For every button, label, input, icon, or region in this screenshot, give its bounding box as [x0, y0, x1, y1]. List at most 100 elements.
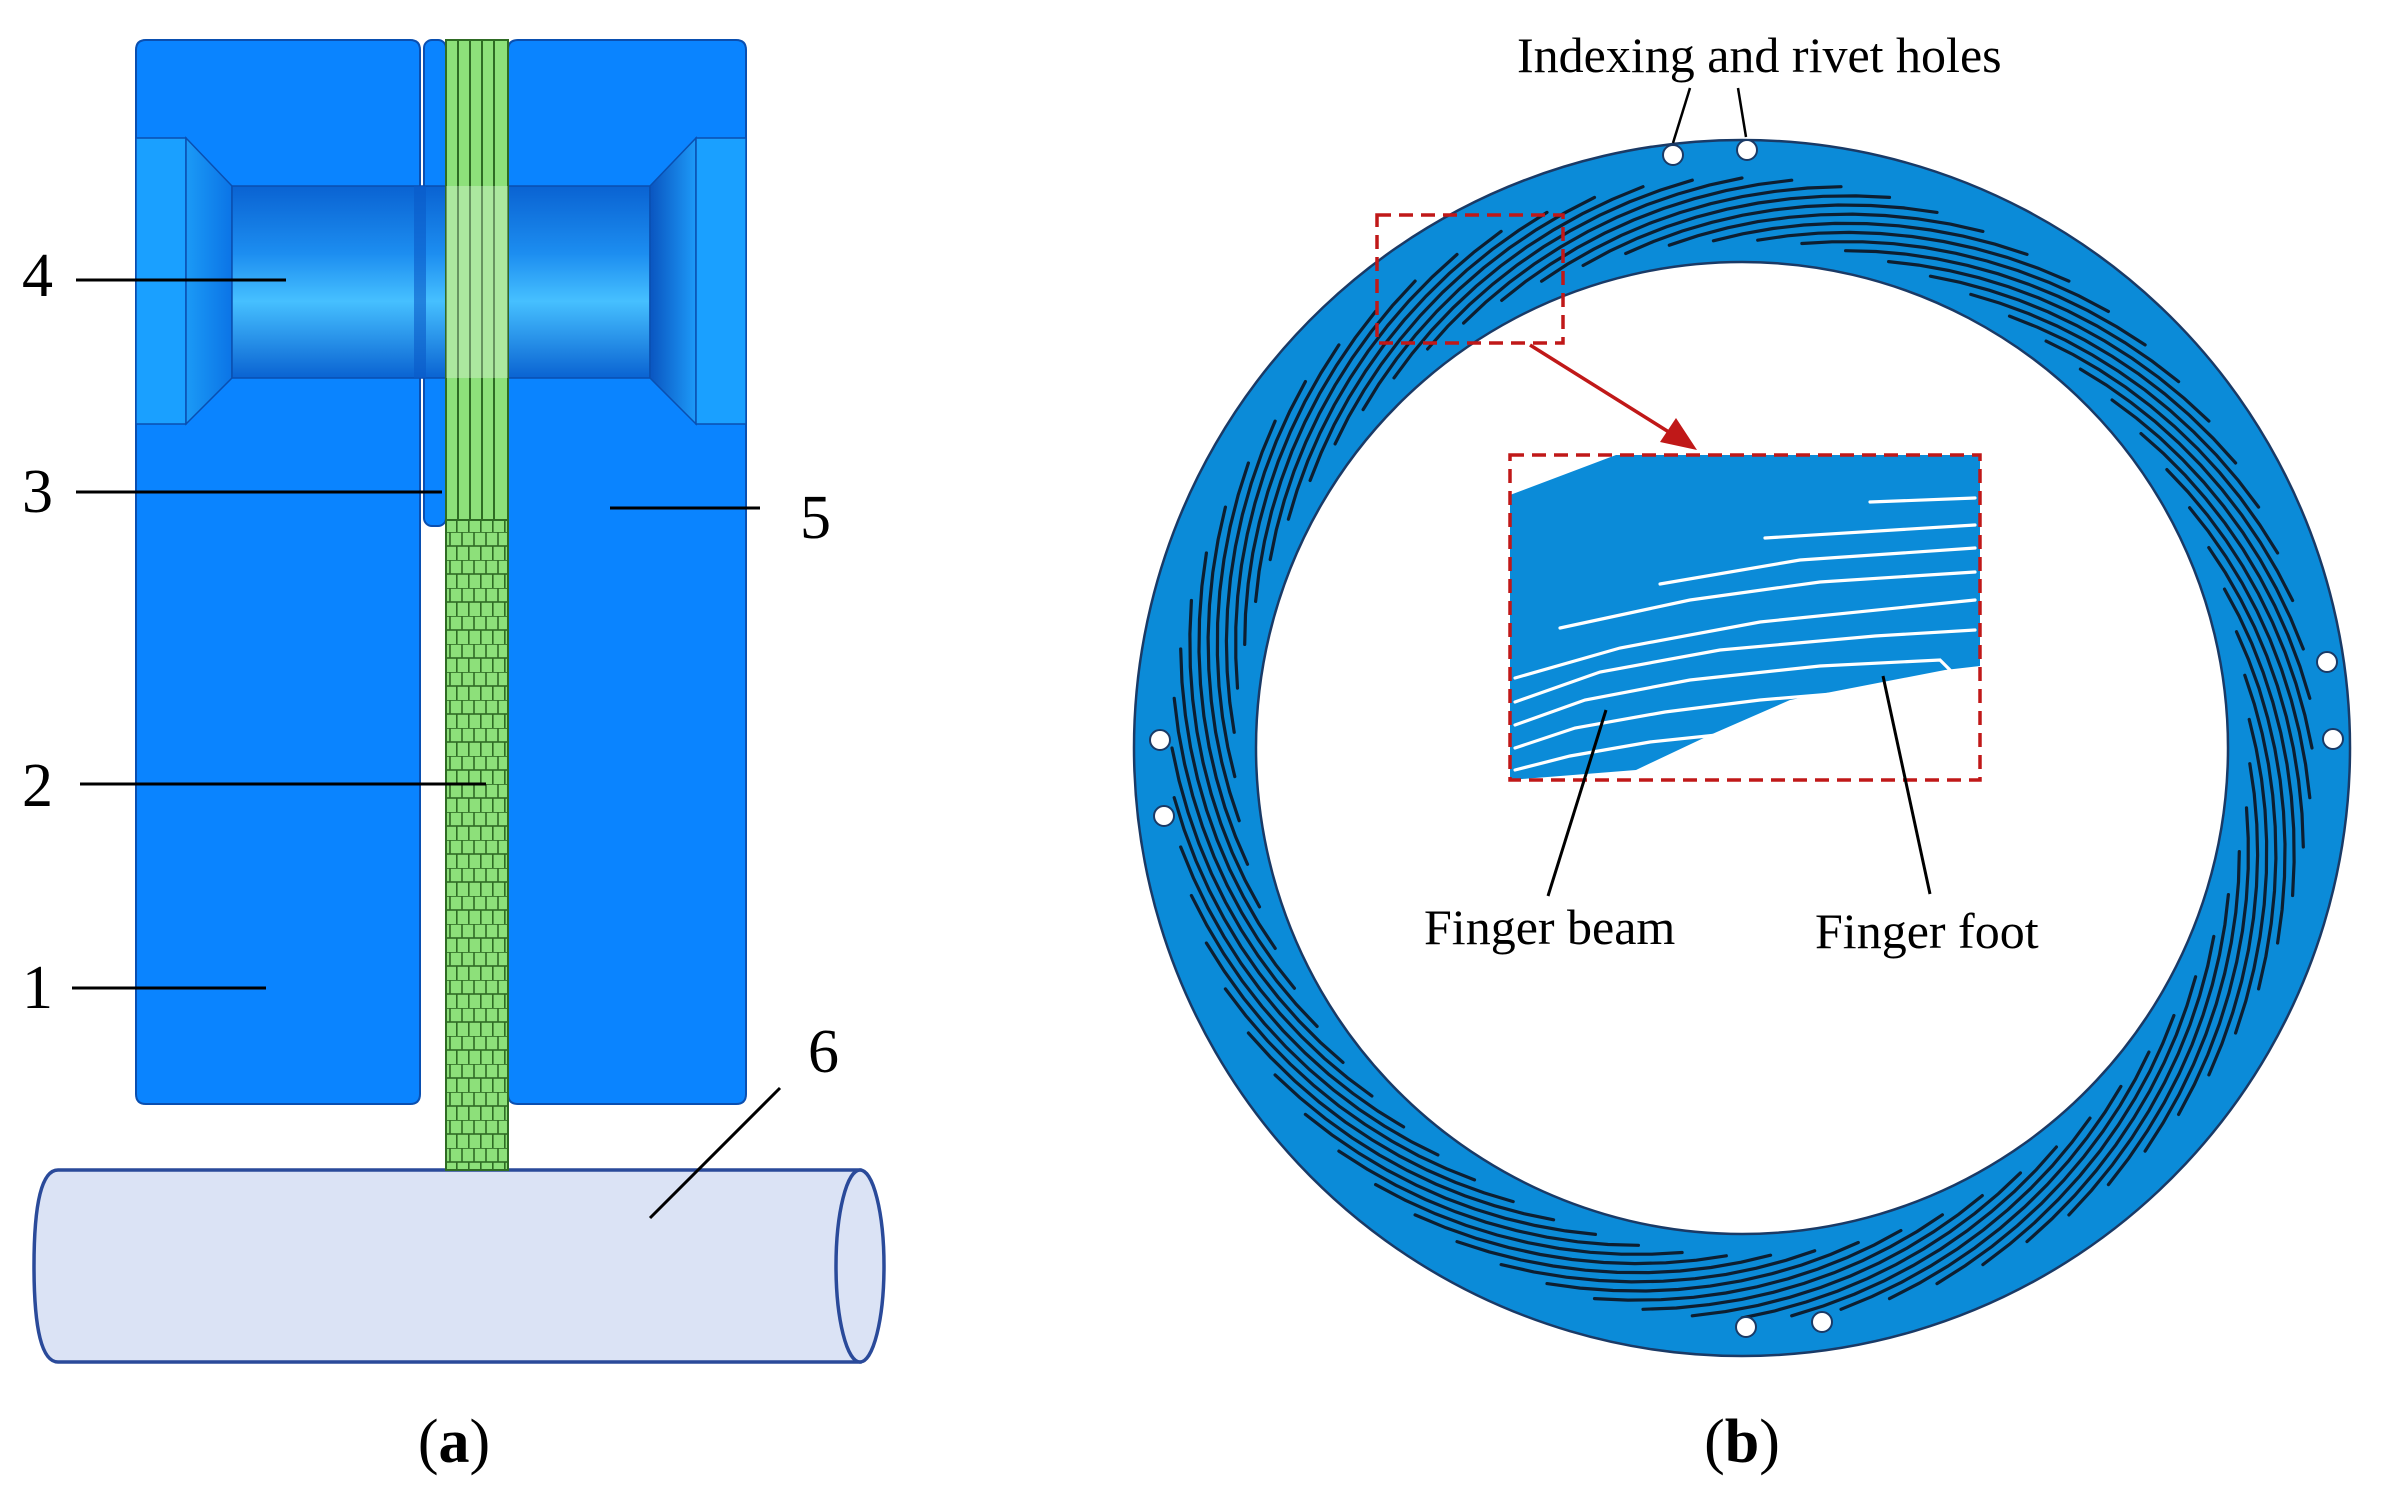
label-5: 5: [800, 484, 831, 552]
finger-slit: [1839, 1116, 2092, 1311]
finger-slit: [1286, 252, 1459, 521]
finger-slit: [1500, 178, 1794, 302]
finger-slit: [2165, 468, 2314, 750]
finger-slit: [1413, 1213, 1728, 1266]
finger-slit: [1308, 229, 1503, 483]
finger-slit: [2207, 546, 2305, 849]
finger-slit: [1667, 212, 1985, 247]
finger-slit: [1887, 1084, 2123, 1301]
rotor-shaft: [32, 1168, 886, 1364]
finger-slit: [2007, 314, 2261, 509]
finger-slit: [1740, 1171, 2022, 1320]
finger-slit: [1361, 195, 1597, 412]
label-indexing-rivet-holes: Indexing and rivet holes: [1517, 27, 2002, 83]
finger-slit: [1790, 1145, 2058, 1318]
finger-slit: [1172, 796, 1345, 1064]
caption-a-letter: a: [439, 1408, 470, 1476]
label-3: 3: [22, 458, 53, 526]
caption-a-close: ): [470, 1408, 491, 1476]
finger-slit: [1197, 551, 1250, 866]
finger-slit: [1756, 230, 2071, 283]
caption-b: (b): [1704, 1408, 1780, 1476]
leader-hole-2: [1736, 87, 1748, 138]
finger-slit: [1333, 210, 1549, 446]
finger-slits: [1170, 176, 2314, 1320]
bolt-assembly: [135, 136, 747, 426]
hole-top-2: [1736, 139, 1758, 161]
hole-left-1: [1149, 729, 1171, 751]
finger-slit: [2177, 806, 2250, 1116]
finger-slit: [2078, 367, 2295, 603]
finger-slit: [1189, 893, 1406, 1129]
callout-box-small: [1375, 213, 1565, 345]
panel-b-finger-seal-ring: Indexing and rivet holes Finger beam Fin…: [1132, 27, 2352, 1476]
finger-slit: [1374, 1183, 1684, 1256]
finger-slit: [1179, 647, 1277, 950]
finger-slit: [1844, 249, 2147, 347]
hole-right-1: [2316, 651, 2338, 673]
caption-b-close: ): [1759, 1408, 1780, 1476]
label-2: 2: [22, 752, 53, 820]
callout-arrow: [1529, 343, 1697, 450]
finger-slit: [1206, 505, 1241, 823]
caption-a: (a): [418, 1408, 490, 1476]
caption-a-open: (: [418, 1408, 439, 1476]
finger-slit: [1455, 1240, 1773, 1275]
finger-slit: [1981, 1013, 2176, 1267]
finger-slit: [1188, 598, 1262, 909]
finger-slit: [1928, 274, 2211, 423]
finger-slit: [2139, 432, 2312, 700]
panel-a-seal-assembly: 1 2 3 4 5 6 (a): [22, 39, 886, 1476]
finger-slit: [2143, 850, 2241, 1153]
hole-right-2: [2322, 728, 2344, 750]
finger-slit: [1581, 194, 1892, 268]
ring-body: [1132, 138, 2352, 1358]
caption-b-open: (: [1704, 1408, 1725, 1476]
caption-b-letter: b: [1725, 1408, 1759, 1476]
finger-slit: [1268, 279, 1417, 562]
leader-6: [648, 1086, 782, 1220]
finger-slit: [1624, 203, 1939, 256]
indexing-rivet-holes: [1149, 139, 2344, 1338]
finger-slit: [1592, 1228, 1903, 1302]
finger-slit: [1392, 185, 1645, 380]
finger-slit: [1462, 176, 1744, 325]
finger-slit: [1935, 1050, 2151, 1286]
finger-slit: [2234, 717, 2269, 1035]
finger-slit: [2025, 975, 2198, 1244]
finger-slit: [2243, 673, 2278, 991]
hole-left-2: [1153, 805, 1175, 827]
label-finger-beam: Finger beam: [1424, 899, 1675, 955]
finger-slit: [1426, 178, 1694, 351]
label-4: 4: [22, 242, 53, 310]
leader-hole-1: [1671, 87, 1692, 144]
label-finger-foot: Finger foot: [1815, 903, 2039, 959]
finger-slit: [1172, 696, 1296, 990]
finger-slit: [1170, 746, 1319, 1028]
hole-bottom-1: [1735, 1316, 1757, 1338]
finger-slit: [1969, 292, 2238, 465]
finger-slit: [1273, 1073, 1556, 1222]
finger-slit: [1337, 1149, 1640, 1247]
finger-slit: [1887, 260, 2181, 384]
finger-slit: [1800, 240, 2110, 313]
finger-slit: [2222, 587, 2296, 898]
finger-slit: [1690, 1194, 1984, 1318]
finger-slit: [1215, 461, 1250, 779]
finger-slit: [2188, 506, 2312, 800]
inset-zoom: [1508, 453, 1982, 782]
finger-slit: [1224, 419, 1277, 734]
finger-slit: [1179, 845, 1374, 1098]
hole-top-1: [1662, 144, 1684, 166]
finger-slit: [2106, 893, 2230, 1187]
finger-slit: [1223, 987, 1477, 1182]
finger-slit: [1246, 1031, 1515, 1204]
finger-slit: [2110, 398, 2305, 651]
finger-slit: [1234, 380, 1307, 690]
finger-slit: [1545, 1240, 1860, 1293]
finger-slit: [1254, 309, 1378, 603]
seal-pack: [445, 39, 509, 1171]
leader-foot: [1881, 675, 1932, 895]
finger-slit: [2207, 762, 2260, 1077]
